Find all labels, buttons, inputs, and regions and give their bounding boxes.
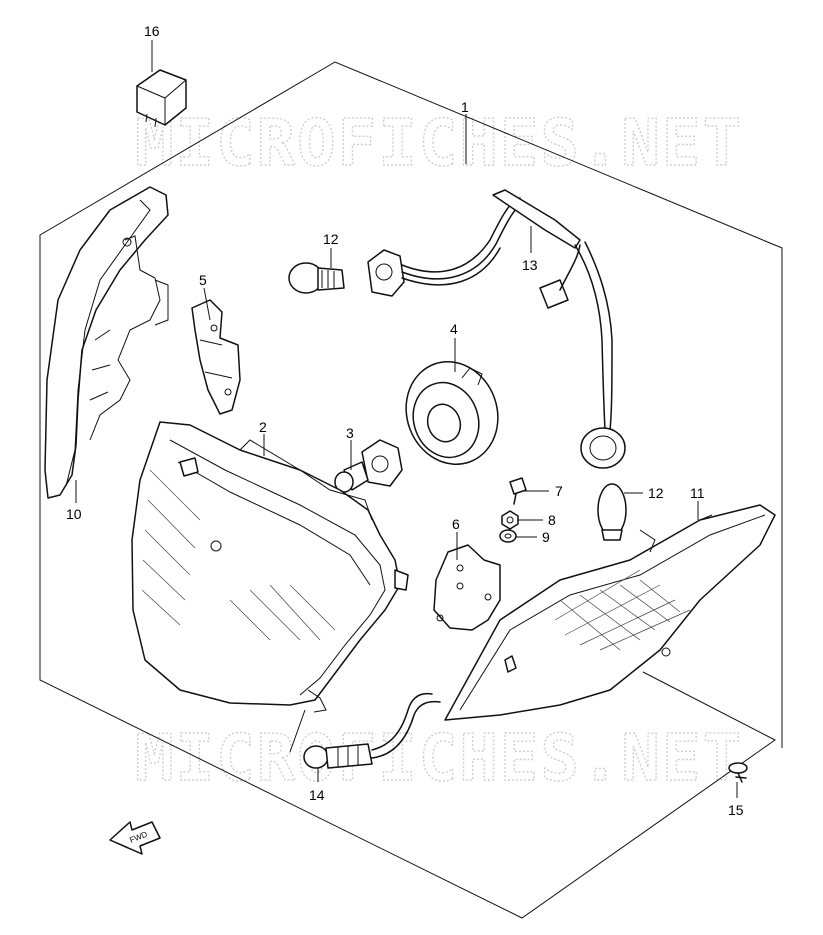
callout-2: 2	[259, 419, 267, 435]
callout-11: 11	[690, 485, 705, 501]
part-2-headlight	[131, 421, 409, 713]
callout-10: 10	[66, 506, 82, 522]
part-6-bracket	[433, 544, 501, 631]
part-13-harness	[367, 189, 626, 469]
fwd-arrow: FWD	[109, 821, 161, 855]
part-11-right-lens	[444, 504, 776, 721]
callout-16: 16	[144, 23, 160, 39]
part-16-relay	[136, 69, 187, 128]
callout-5: 5	[199, 272, 207, 288]
part-5-bracket	[191, 299, 241, 415]
part-10-left-lens	[44, 186, 169, 499]
part-15-screw	[728, 762, 748, 783]
callout-14: 14	[309, 787, 325, 803]
part-12-bulb-right	[597, 483, 627, 541]
callout-7: 7	[555, 483, 563, 499]
watermark-bottom: MICROFICHES.NET	[135, 722, 743, 796]
callout-13: 13	[522, 257, 538, 273]
callout-3: 3	[346, 425, 354, 441]
part-4-socket-cover	[405, 361, 499, 465]
callout-12-right: 12	[648, 485, 664, 501]
callout-15: 15	[728, 802, 744, 818]
callout-6: 6	[452, 516, 460, 532]
callout-8: 8	[548, 512, 556, 528]
callout-9: 9	[542, 529, 550, 545]
part-8-nut	[501, 510, 519, 530]
watermark-top: MICROFICHES.NET	[135, 107, 743, 181]
leader-lines	[75, 40, 738, 798]
part-12-bulb-top	[288, 262, 345, 294]
callout-12-top: 12	[323, 231, 339, 247]
part-14-position-bulb	[303, 692, 441, 769]
callout-1: 1	[461, 99, 469, 115]
part-3-headlight-bulb	[334, 439, 403, 493]
part-9-washer	[499, 529, 517, 543]
callout-4: 4	[450, 321, 458, 337]
part-7-screw	[509, 477, 527, 505]
